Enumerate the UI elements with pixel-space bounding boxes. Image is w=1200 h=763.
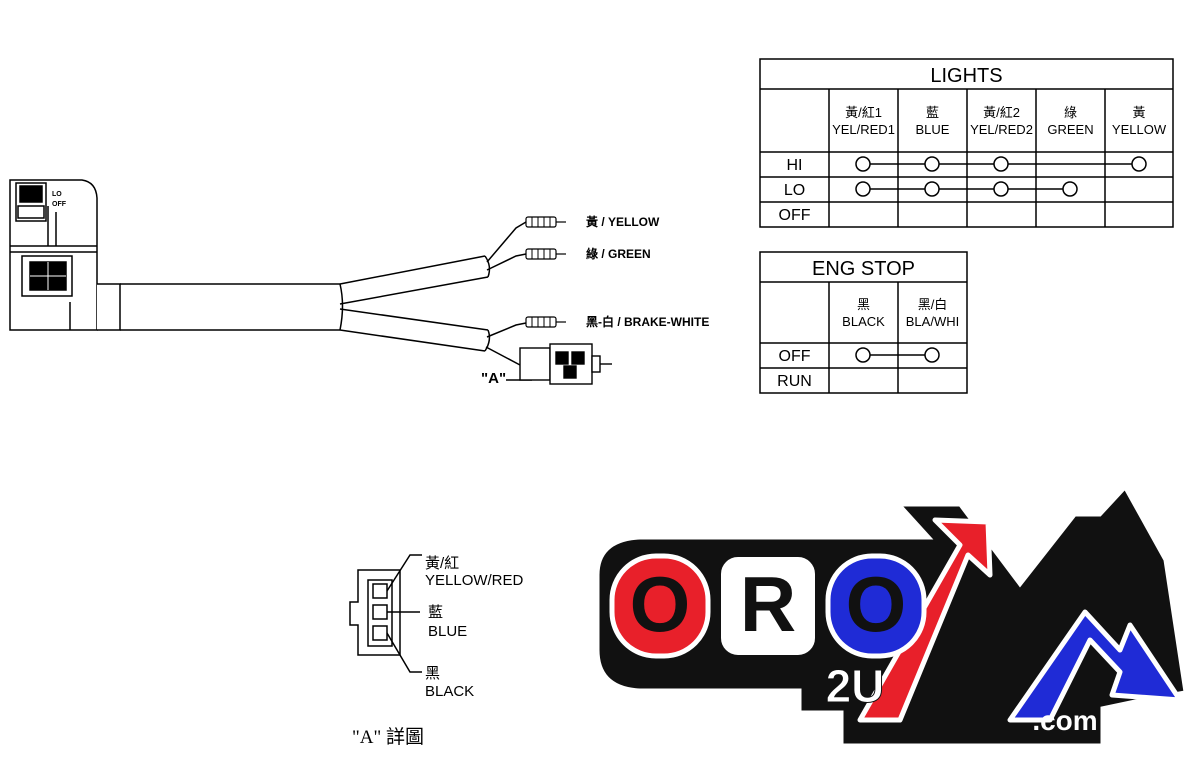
lights-row-hi: HI	[787, 157, 803, 174]
cable	[120, 221, 532, 381]
switch-housing	[9, 179, 121, 331]
lights-col-1: 藍 BLUE	[916, 105, 950, 137]
logo-blue-arrow	[1007, 609, 1183, 723]
lights-title: LIGHTS	[930, 65, 1002, 87]
logo-letter-r: R	[740, 560, 796, 648]
lights-col-en: YEL/RED2	[970, 122, 1033, 137]
logo-letter-o2: O	[846, 560, 907, 648]
lights-col-cn: 綠	[1064, 105, 1077, 120]
eng-stop-title: ENG STOP	[812, 258, 915, 280]
lights-table	[759, 58, 1174, 228]
eng-stop-row-run: RUN	[777, 373, 812, 390]
lights-connection-point	[855, 156, 871, 172]
detail-pin2-en: BLUE	[428, 623, 467, 640]
switch-lo-label: LO	[52, 191, 62, 198]
eng-stop-col-0: 黑 BLACK	[842, 297, 885, 329]
switch-labels: LO OFF	[52, 191, 67, 208]
detail-pin3-cn: 黑	[425, 665, 440, 682]
eng-stop-table	[759, 251, 968, 394]
lights-row-off: OFF	[779, 207, 811, 224]
oro2u-logo: O R O 2U .com	[596, 485, 1187, 747]
lights-connection-point	[993, 181, 1009, 197]
wire-label-brake-white: 黑-白 / BRAKE-WHITE	[586, 314, 709, 329]
lights-col-3: 綠 GREEN	[1047, 105, 1093, 137]
eng-stop-col-cn: 黑	[857, 297, 870, 312]
lights-col-en: BLUE	[916, 122, 950, 137]
lights-col-4: 黃 YELLOW	[1112, 105, 1167, 137]
lights-col-en: YEL/RED1	[832, 122, 895, 137]
connector-a-label: "A"	[481, 370, 506, 387]
detail-pin1-cn: 黃/紅	[425, 555, 459, 572]
eng-stop-row-off: OFF	[779, 348, 811, 365]
detail-caption: "A" 詳圖	[352, 726, 424, 748]
switch-off-label: OFF	[52, 201, 67, 208]
lights-connection-point	[924, 181, 940, 197]
lights-col-cn: 黃/紅1	[845, 105, 882, 120]
lights-connection-point	[993, 156, 1009, 172]
logo-domain: .com	[1032, 705, 1097, 736]
lights-col-cn: 藍	[926, 105, 939, 120]
connector-a-plug	[519, 343, 612, 385]
lights-connection-point	[1131, 156, 1147, 172]
detail-pin1-en: YELLOW/RED	[425, 572, 524, 589]
lights-col-0: 黃/紅1 YEL/RED1	[832, 105, 895, 137]
lights-col-en: GREEN	[1047, 122, 1093, 137]
logo-letter-o1: O	[630, 560, 691, 648]
wire-label-green: 綠 / GREEN	[586, 246, 651, 261]
eng-stop-col-1: 黑/白 BLA/WHI	[906, 297, 959, 329]
lights-col-en: YELLOW	[1112, 122, 1167, 137]
lights-col-2: 黃/紅2 YEL/RED2	[970, 105, 1033, 137]
lights-connection-point	[1062, 181, 1078, 197]
bullet-connector-brake-white	[525, 316, 566, 328]
detail-a-connector	[349, 554, 422, 673]
lights-col-cn: 黃/紅2	[983, 105, 1020, 120]
logo-sub: 2U	[826, 660, 885, 712]
eng-stop-connection-point	[924, 347, 940, 363]
detail-pin2-cn: 藍	[428, 604, 443, 621]
wire-label-yellow: 黃 / YELLOW	[585, 214, 660, 229]
bullet-connector-green	[525, 248, 566, 260]
lights-connection-point	[924, 156, 940, 172]
lights-row-lo: LO	[784, 182, 805, 199]
eng-stop-col-en: BLA/WHI	[906, 314, 959, 329]
lights-col-cn: 黃	[1132, 105, 1145, 120]
eng-stop-col-en: BLACK	[842, 314, 885, 329]
lights-connections	[855, 156, 1147, 197]
detail-pin3-en: BLACK	[425, 683, 474, 700]
eng-stop-col-cn: 黑/白	[918, 297, 948, 312]
lights-connection-point	[855, 181, 871, 197]
eng-stop-connection-point	[855, 347, 871, 363]
eng-stop-connections	[855, 347, 940, 363]
bullet-connector-yellow	[525, 216, 566, 228]
